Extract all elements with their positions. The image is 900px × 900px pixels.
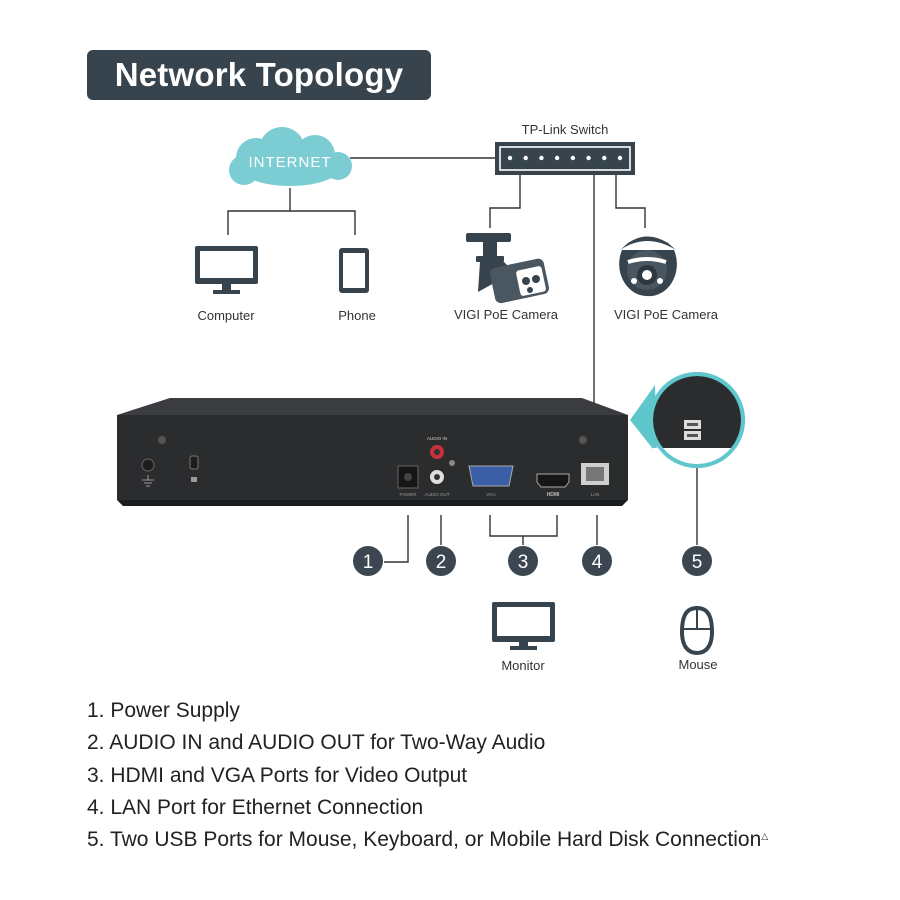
switch-port-led <box>570 155 576 161</box>
monitor-label: Monitor <box>501 658 545 673</box>
cloud-icon <box>229 127 352 186</box>
port-legend: 1. Power Supply 2. AUDIO IN and AUDIO OU… <box>87 695 768 856</box>
usb-zoom-bubble <box>630 372 745 468</box>
nvr-top <box>117 398 628 415</box>
ground-icon <box>141 458 155 487</box>
monitor-icon <box>492 602 555 650</box>
phone-device: Phone <box>338 248 376 323</box>
kensington-lock-icon <box>189 455 199 482</box>
callout-badge-5: 5 <box>682 546 712 576</box>
internet-cloud: INTERNET <box>229 127 352 186</box>
switch-port-led <box>523 155 528 161</box>
hdmi-port: HDMI <box>536 473 570 498</box>
legend-item-5: 5. Two USB Ports for Mouse, Keyboard, or… <box>87 828 769 852</box>
phone-icon <box>339 248 369 293</box>
internet-phone-link <box>290 210 356 235</box>
turret-camera-label: VIGI PoE Camera <box>614 307 719 322</box>
switch-port-leds <box>507 155 623 161</box>
vga-port: VGA <box>468 465 514 497</box>
switch-port-led <box>602 155 607 161</box>
monitor-device: Monitor <box>492 602 555 673</box>
audio-in-label: AUDIO IN <box>427 436 447 441</box>
usb-ports <box>684 420 701 440</box>
switch-port-led <box>586 155 591 161</box>
internet-computer-link <box>227 188 291 235</box>
footnote-mark: △ <box>761 831 769 842</box>
nvr-recorder: POWER AUDIO IN AUDIO OUT VGA HDMI LAN <box>117 398 628 506</box>
callout-3-bracket <box>489 515 558 537</box>
callout-badge-1: 1 <box>353 546 383 576</box>
power-port: POWER <box>397 465 419 497</box>
internet-label: INTERNET <box>249 154 332 171</box>
phone-label: Phone <box>338 308 376 323</box>
callout-badges: 1 2 3 4 5 <box>353 546 712 576</box>
switch-label: TP-Link Switch <box>522 122 609 137</box>
audio-out-port: AUDIO OUT <box>424 460 455 497</box>
callout-number: 5 <box>692 552 703 573</box>
switch-port-led <box>554 155 560 161</box>
turret-camera-icon <box>619 236 677 297</box>
vga-label: VGA <box>486 492 496 497</box>
switch-port-led <box>617 155 623 161</box>
callout-number: 4 <box>592 552 603 573</box>
legend-item-4: 4. LAN Port for Ethernet Connection <box>87 795 424 819</box>
tp-link-switch: TP-Link Switch <box>495 122 635 175</box>
power-port-label: POWER <box>399 492 417 497</box>
callout-number: 1 <box>363 552 374 573</box>
switch-port-led <box>507 155 513 161</box>
mouse-label: Mouse <box>678 657 717 672</box>
callout-number: 2 <box>436 552 447 573</box>
legend-item-3: 3. HDMI and VGA Ports for Video Output <box>87 763 468 787</box>
mouse-icon <box>679 605 715 656</box>
callout-number: 3 <box>518 552 529 573</box>
switch-port-led <box>539 155 544 161</box>
bullet-camera-label: VIGI PoE Camera <box>454 307 559 322</box>
legend-item-1: 1. Power Supply <box>87 699 240 722</box>
audio-in-port: AUDIO IN <box>427 436 447 459</box>
audio-out-label: AUDIO OUT <box>424 492 449 497</box>
turret-camera-device: VIGI PoE Camera <box>614 236 719 322</box>
callout-badge-2: 2 <box>426 546 456 576</box>
computer-icon <box>195 246 258 294</box>
legend-item-2: 2. AUDIO IN and AUDIO OUT for Two-Way Au… <box>87 731 546 755</box>
computer-label: Computer <box>197 308 255 323</box>
bullet-camera-device: VIGI PoE Camera <box>454 233 559 322</box>
lan-label: LAN <box>591 492 600 497</box>
lan-port: LAN <box>581 463 609 497</box>
hdmi-label: HDMI <box>547 492 560 498</box>
bullet-camera-icon <box>466 233 550 304</box>
switch-bullet-camera-link <box>489 175 521 228</box>
mouse-device: Mouse <box>678 605 718 672</box>
callout-badge-4: 4 <box>582 546 612 576</box>
page-title: Network Topology <box>87 50 431 100</box>
callout-1-leader <box>384 515 409 563</box>
callout-badge-3: 3 <box>508 546 538 576</box>
computer-device: Computer <box>195 246 258 323</box>
switch-turret-camera-link <box>615 175 646 228</box>
